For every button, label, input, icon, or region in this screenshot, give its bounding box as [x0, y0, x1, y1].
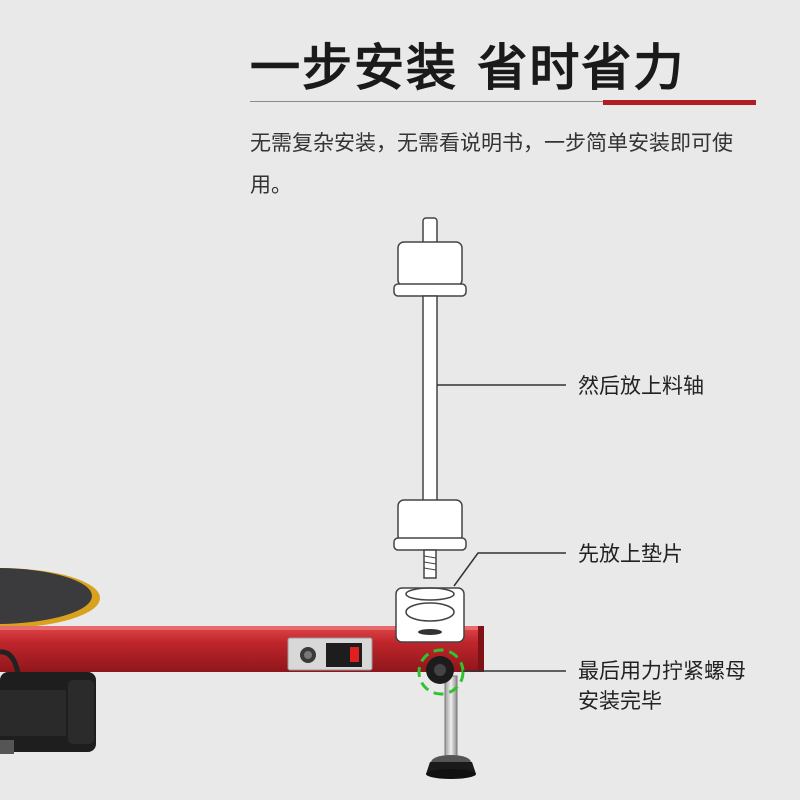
callout-nut: 最后用力拧紧螺母 安装完毕 — [578, 656, 746, 716]
title-accent-bar — [603, 100, 756, 105]
motor-unit — [0, 649, 96, 754]
red-base-arm — [0, 626, 484, 672]
material-shaft — [393, 217, 467, 579]
callout-washer: 先放上垫片 — [578, 542, 683, 566]
title-divider — [250, 101, 756, 102]
leader-lines — [437, 384, 566, 672]
callout-nut-line1: 最后用力拧紧螺母 — [578, 659, 746, 683]
callout-shaft: 然后放上料轴 — [578, 374, 704, 398]
page-description: 无需复杂安装，无需看说明书，一步简单安装即可使用。 — [250, 131, 733, 197]
leveling-foot — [426, 675, 476, 779]
lock-nut — [417, 648, 465, 696]
turntable-disc — [0, 568, 100, 628]
spacer-washer — [395, 587, 465, 643]
callout-nut-line2: 安装完毕 — [578, 689, 662, 713]
control-panel — [287, 637, 373, 671]
highlight-ring-icon — [417, 648, 465, 696]
page-title: 一步安装 省时省力 — [250, 38, 686, 97]
